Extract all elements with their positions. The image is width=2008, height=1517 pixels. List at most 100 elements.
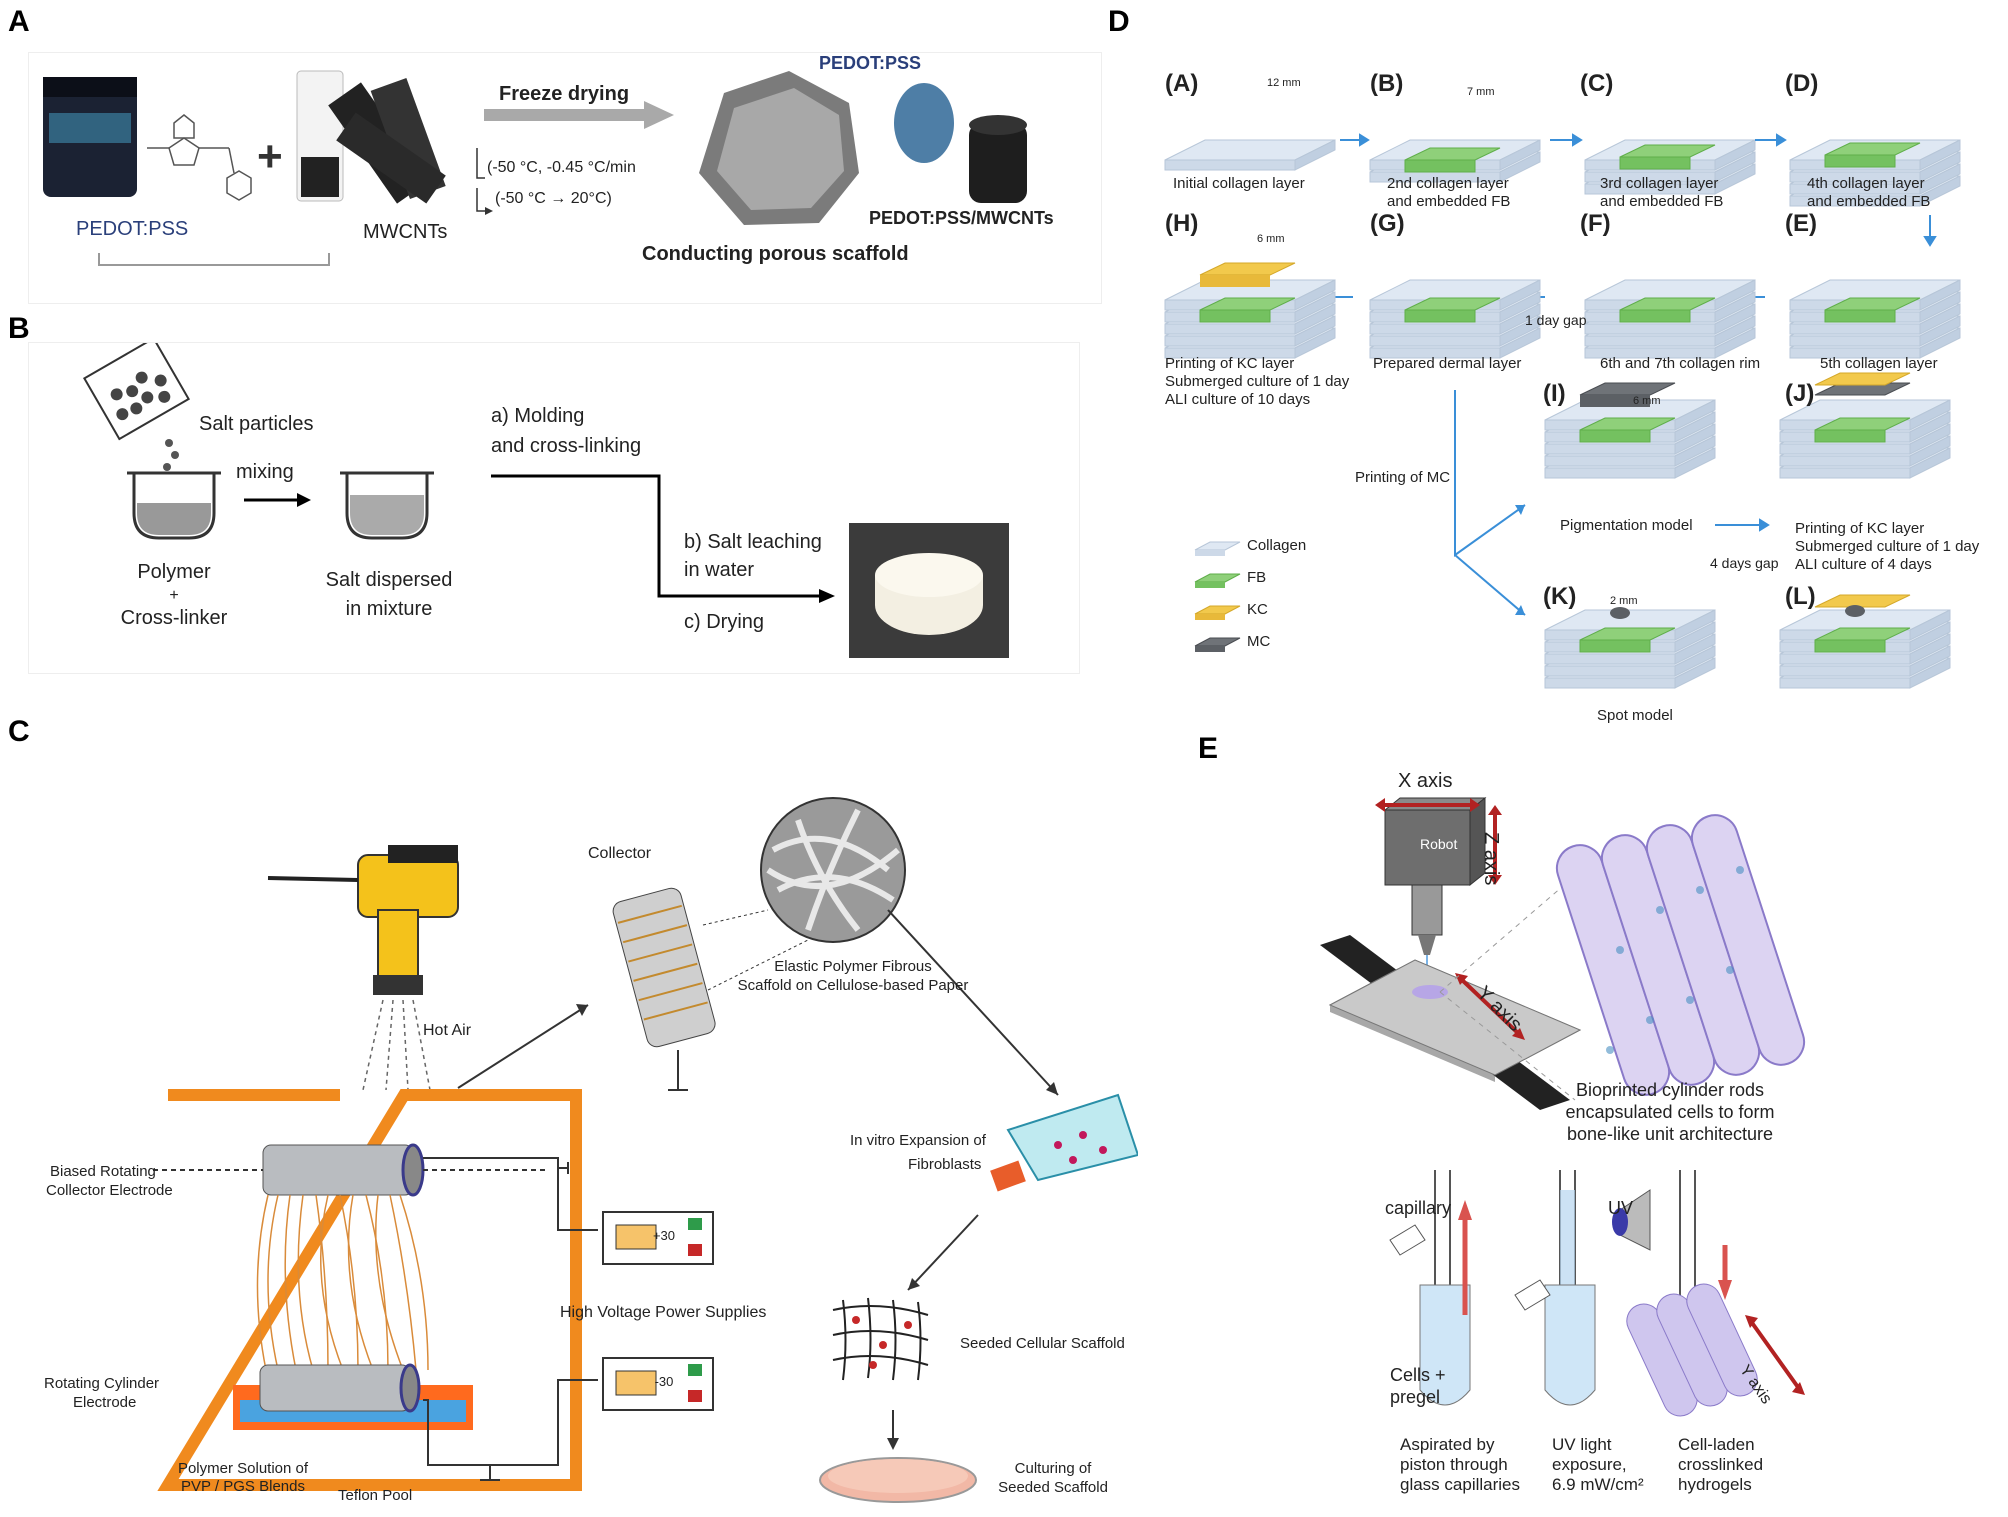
legend-collagen: Collagen (1247, 537, 1307, 554)
legend-mc: MC (1247, 633, 1271, 650)
svg-text:+: + (257, 132, 283, 181)
invitro-label-2: Fibroblasts (908, 1156, 982, 1173)
caption-hydrogel-2: crosslinked (1678, 1455, 1764, 1474)
robot-head (1383, 796, 1487, 955)
voltage-minus: -30 (654, 1374, 674, 1389)
biased-label-2: Collector Electrode (46, 1182, 173, 1199)
mixing-label: mixing (236, 461, 294, 483)
caption-uv-1: UV light (1552, 1435, 1612, 1454)
caption-d-2: and embedded FB (1807, 193, 1931, 210)
power-supply-positive (602, 1211, 714, 1265)
pedot-top-label: PEDOT:PSS (819, 53, 922, 73)
caption-b-2: and embedded FB (1387, 193, 1511, 210)
caption-j-3: ALI culture of 4 days (1795, 556, 1932, 573)
chamber (157, 1089, 582, 1491)
panel-c-label: C (8, 715, 30, 748)
culturing-label-1: Culturing of (1014, 1460, 1092, 1477)
panel-c-drawing (153, 797, 1140, 1503)
step-a-slab (1164, 139, 1336, 171)
caption-aspirate-3: glass capillaries (1400, 1475, 1520, 1494)
step-i-id: (I) (1543, 380, 1566, 407)
polymer-solution-label-2: PVP / PGS Blends (181, 1478, 305, 1495)
dim-12mm: 12 mm (1267, 77, 1301, 89)
step-g-id: (G) (1370, 210, 1405, 237)
composite-label: PEDOT:PSS/MWCNTs (869, 208, 1054, 228)
biased-label-1: Biased Rotating (50, 1163, 156, 1180)
step-l-id: (L) (1785, 583, 1816, 610)
capillary-tube-2 (1514, 1170, 1651, 1406)
seeded-scaffold (832, 1297, 929, 1381)
pedot-cylinder (894, 83, 954, 163)
caption-c-2: and embedded FB (1600, 193, 1724, 210)
caption-h-3: ALI culture of 10 days (1165, 391, 1311, 408)
dim-6mm-i: 6 mm (1633, 395, 1661, 407)
step-a-label-1: a) Molding (491, 405, 585, 427)
step-c-label: c) Drying (684, 611, 765, 633)
power-supply-negative (602, 1357, 714, 1411)
heat-gun (267, 845, 459, 995)
gap-1day: 1 day gap (1525, 312, 1587, 328)
panel-a-drawing: + (43, 70, 1027, 266)
cells-label-2: pregel (1390, 1387, 1441, 1407)
biased-collector (262, 1143, 425, 1197)
printing-mc-label: Printing of MC (1355, 469, 1451, 486)
panel-e-label: E (1198, 732, 1219, 765)
caption-c-1: 3rd collagen layer (1600, 175, 1719, 192)
panel-a: + PEDOT:PSS MWCNTs Freeze drying (-50 °C… (28, 52, 1102, 304)
uv-label: UV (1608, 1198, 1634, 1218)
composite-cylinder (969, 123, 1027, 203)
panel-b-label: B (8, 312, 30, 345)
caption-a: Initial collagen layer (1173, 175, 1305, 192)
freeze-arrow (484, 109, 644, 121)
rotating-label-1: Rotating Cylinder (44, 1375, 160, 1392)
panel-e-drawing (1320, 796, 1806, 1417)
dim-6mm-h: 6 mm (1257, 233, 1285, 245)
cells-label-1: Cells + (1390, 1365, 1446, 1385)
pedot-label: PEDOT:PSS (76, 218, 189, 240)
invitro-label-1: In vitro Expansion of (850, 1132, 986, 1149)
gap-4days: 4 days gap (1710, 555, 1779, 571)
crosslinker-label: Cross-linker (120, 607, 228, 629)
step-i-stack (1545, 382, 1715, 478)
freeze-drying-label: Freeze drying (499, 83, 630, 105)
dim-7mm: 7 mm (1467, 86, 1495, 98)
elastic-label-2: Scaffold on Cellulose-based Paper (737, 977, 969, 994)
step-b-label-1: b) Salt leaching (684, 531, 822, 553)
hv-label: High Voltage Power Supplies (560, 1304, 767, 1321)
rods-caption-1: Bioprinted cylinder rods (1575, 1080, 1765, 1100)
caption-b-1: 2nd collagen layer (1387, 175, 1509, 192)
rods-caption-2: encapsulated cells to form (1565, 1102, 1775, 1122)
panel-d: (A) (B) (C) (D) (H) (G) (F) (E) (I) (J) … (1155, 55, 2005, 735)
fibers (256, 1194, 429, 1371)
step-k-id: (K) (1543, 583, 1577, 610)
voltage-plus: +30 (652, 1228, 676, 1243)
panel-d-label: D (1108, 5, 1130, 38)
panel-d-drawing (1164, 133, 1961, 735)
step-a-label-2: and cross-linking (491, 435, 642, 457)
legend-fb: FB (1247, 569, 1267, 586)
z-axis-label: Z axis (1480, 832, 1502, 886)
dim-2mm: 2 mm (1610, 595, 1638, 607)
step-c-id: (C) (1580, 70, 1614, 97)
step-e-stack (1790, 280, 1960, 358)
step-a-id: (A) (1165, 70, 1199, 97)
caption-j-2: Submerged culture of 1 day (1795, 538, 1980, 555)
step-g-stack (1370, 280, 1540, 358)
rods-caption-3: bone-like unit architecture (1566, 1124, 1774, 1144)
caption-hydrogel-3: hydrogels (1678, 1475, 1752, 1494)
caption-hydrogel-1: Cell-laden (1678, 1435, 1755, 1454)
dispersed-beaker (345, 473, 429, 540)
polymer-solution-label-1: Polymer Solution of (177, 1460, 309, 1477)
collector-label: Collector (588, 845, 652, 862)
collector-cylinder (612, 887, 716, 1048)
step-f-stack (1585, 280, 1755, 358)
caption-k: Spot model (1597, 707, 1673, 724)
panel-b-drawing (82, 336, 1009, 658)
step-b-label-2: in water (684, 559, 755, 581)
dispersed-label-1: Salt dispersed (325, 569, 453, 591)
caption-j-1: Printing of KC layer (1795, 520, 1925, 537)
plus-label: + (169, 587, 179, 604)
robot-label: Robot (1420, 836, 1458, 852)
elastic-label-1: Elastic Polymer Fibrous (774, 958, 932, 975)
pedot-molecule (147, 114, 252, 201)
